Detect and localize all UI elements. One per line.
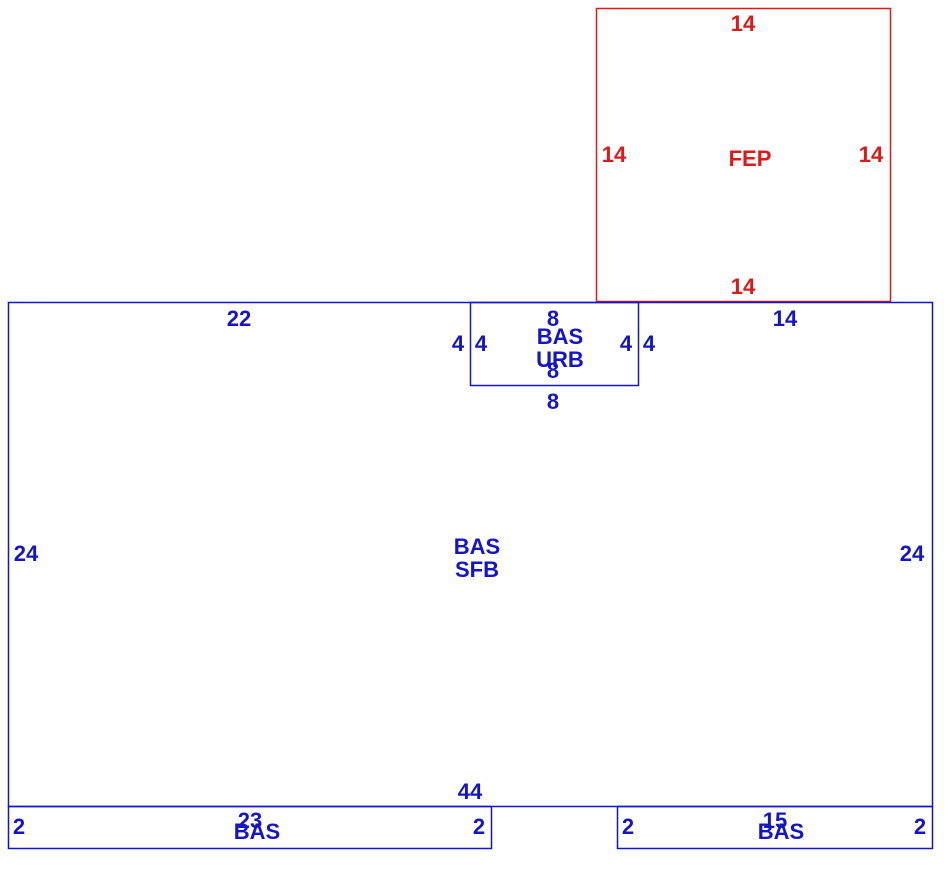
main-top-right-dimension: 14 <box>773 306 798 331</box>
strip-left-right-dimension: 2 <box>473 814 485 839</box>
bay-outline <box>469 301 640 387</box>
bay-code-line2: URB <box>536 347 584 372</box>
strip-right-left-dimension: 2 <box>622 814 634 839</box>
porch-right-dimension: 14 <box>859 142 884 167</box>
main-code-line2: SFB <box>455 557 499 582</box>
main-bottom-dimension: 44 <box>458 779 483 804</box>
porch-bottom-dimension: 14 <box>731 274 756 299</box>
strip-left-outline <box>7 805 493 850</box>
bay-top-dimension: 8 <box>547 306 559 331</box>
porch-outline <box>595 7 892 303</box>
main-top-left-dimension: 22 <box>227 306 251 331</box>
porch-top-dimension: 14 <box>731 11 756 36</box>
bay-right-outer-dimension: 4 <box>643 331 656 356</box>
strip-left-left-dimension: 2 <box>13 814 25 839</box>
bay-inner-bottom-dimension: 8 <box>547 358 559 383</box>
bay-outer-bottom-dimension: 8 <box>547 389 559 414</box>
porch-left-dimension: 14 <box>602 142 627 167</box>
strip-left-code: BAS <box>234 819 280 844</box>
main-code-line1: BAS <box>454 534 500 559</box>
porch-code-label: FEP <box>729 146 772 171</box>
strip-right-code: BAS <box>758 819 804 844</box>
strip-right-right-dimension: 2 <box>914 814 926 839</box>
bay-code-line1: BAS <box>537 324 583 349</box>
bay-right-inner-dimension: 4 <box>620 331 633 356</box>
strip-left-length: 23 <box>238 808 262 833</box>
bay-left-outer-dimension: 4 <box>452 331 465 356</box>
main-right-dimension: 24 <box>900 541 925 566</box>
strip-right-outline <box>616 805 934 850</box>
main-left-dimension: 24 <box>14 541 39 566</box>
bay-left-inner-dimension: 4 <box>475 331 488 356</box>
strip-right-length: 15 <box>763 808 787 833</box>
